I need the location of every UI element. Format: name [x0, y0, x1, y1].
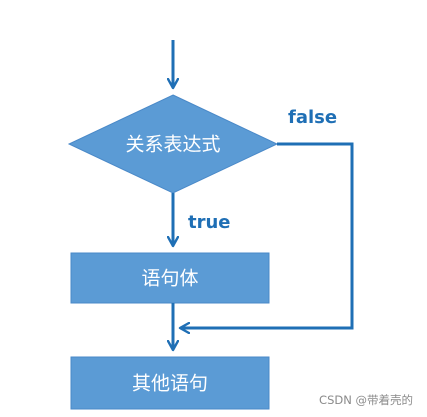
watermark: CSDN @带着壳的: [319, 393, 413, 407]
decision-label: 关系表达式: [125, 134, 220, 156]
body-block: [70, 252, 270, 304]
body-block-label: 语句体: [141, 268, 198, 290]
false-label: false: [288, 107, 337, 128]
false-branch-line: [180, 142, 354, 328]
next-block: [70, 356, 270, 410]
next-block-label: 其他语句: [132, 373, 208, 395]
true-label: true: [188, 212, 231, 233]
